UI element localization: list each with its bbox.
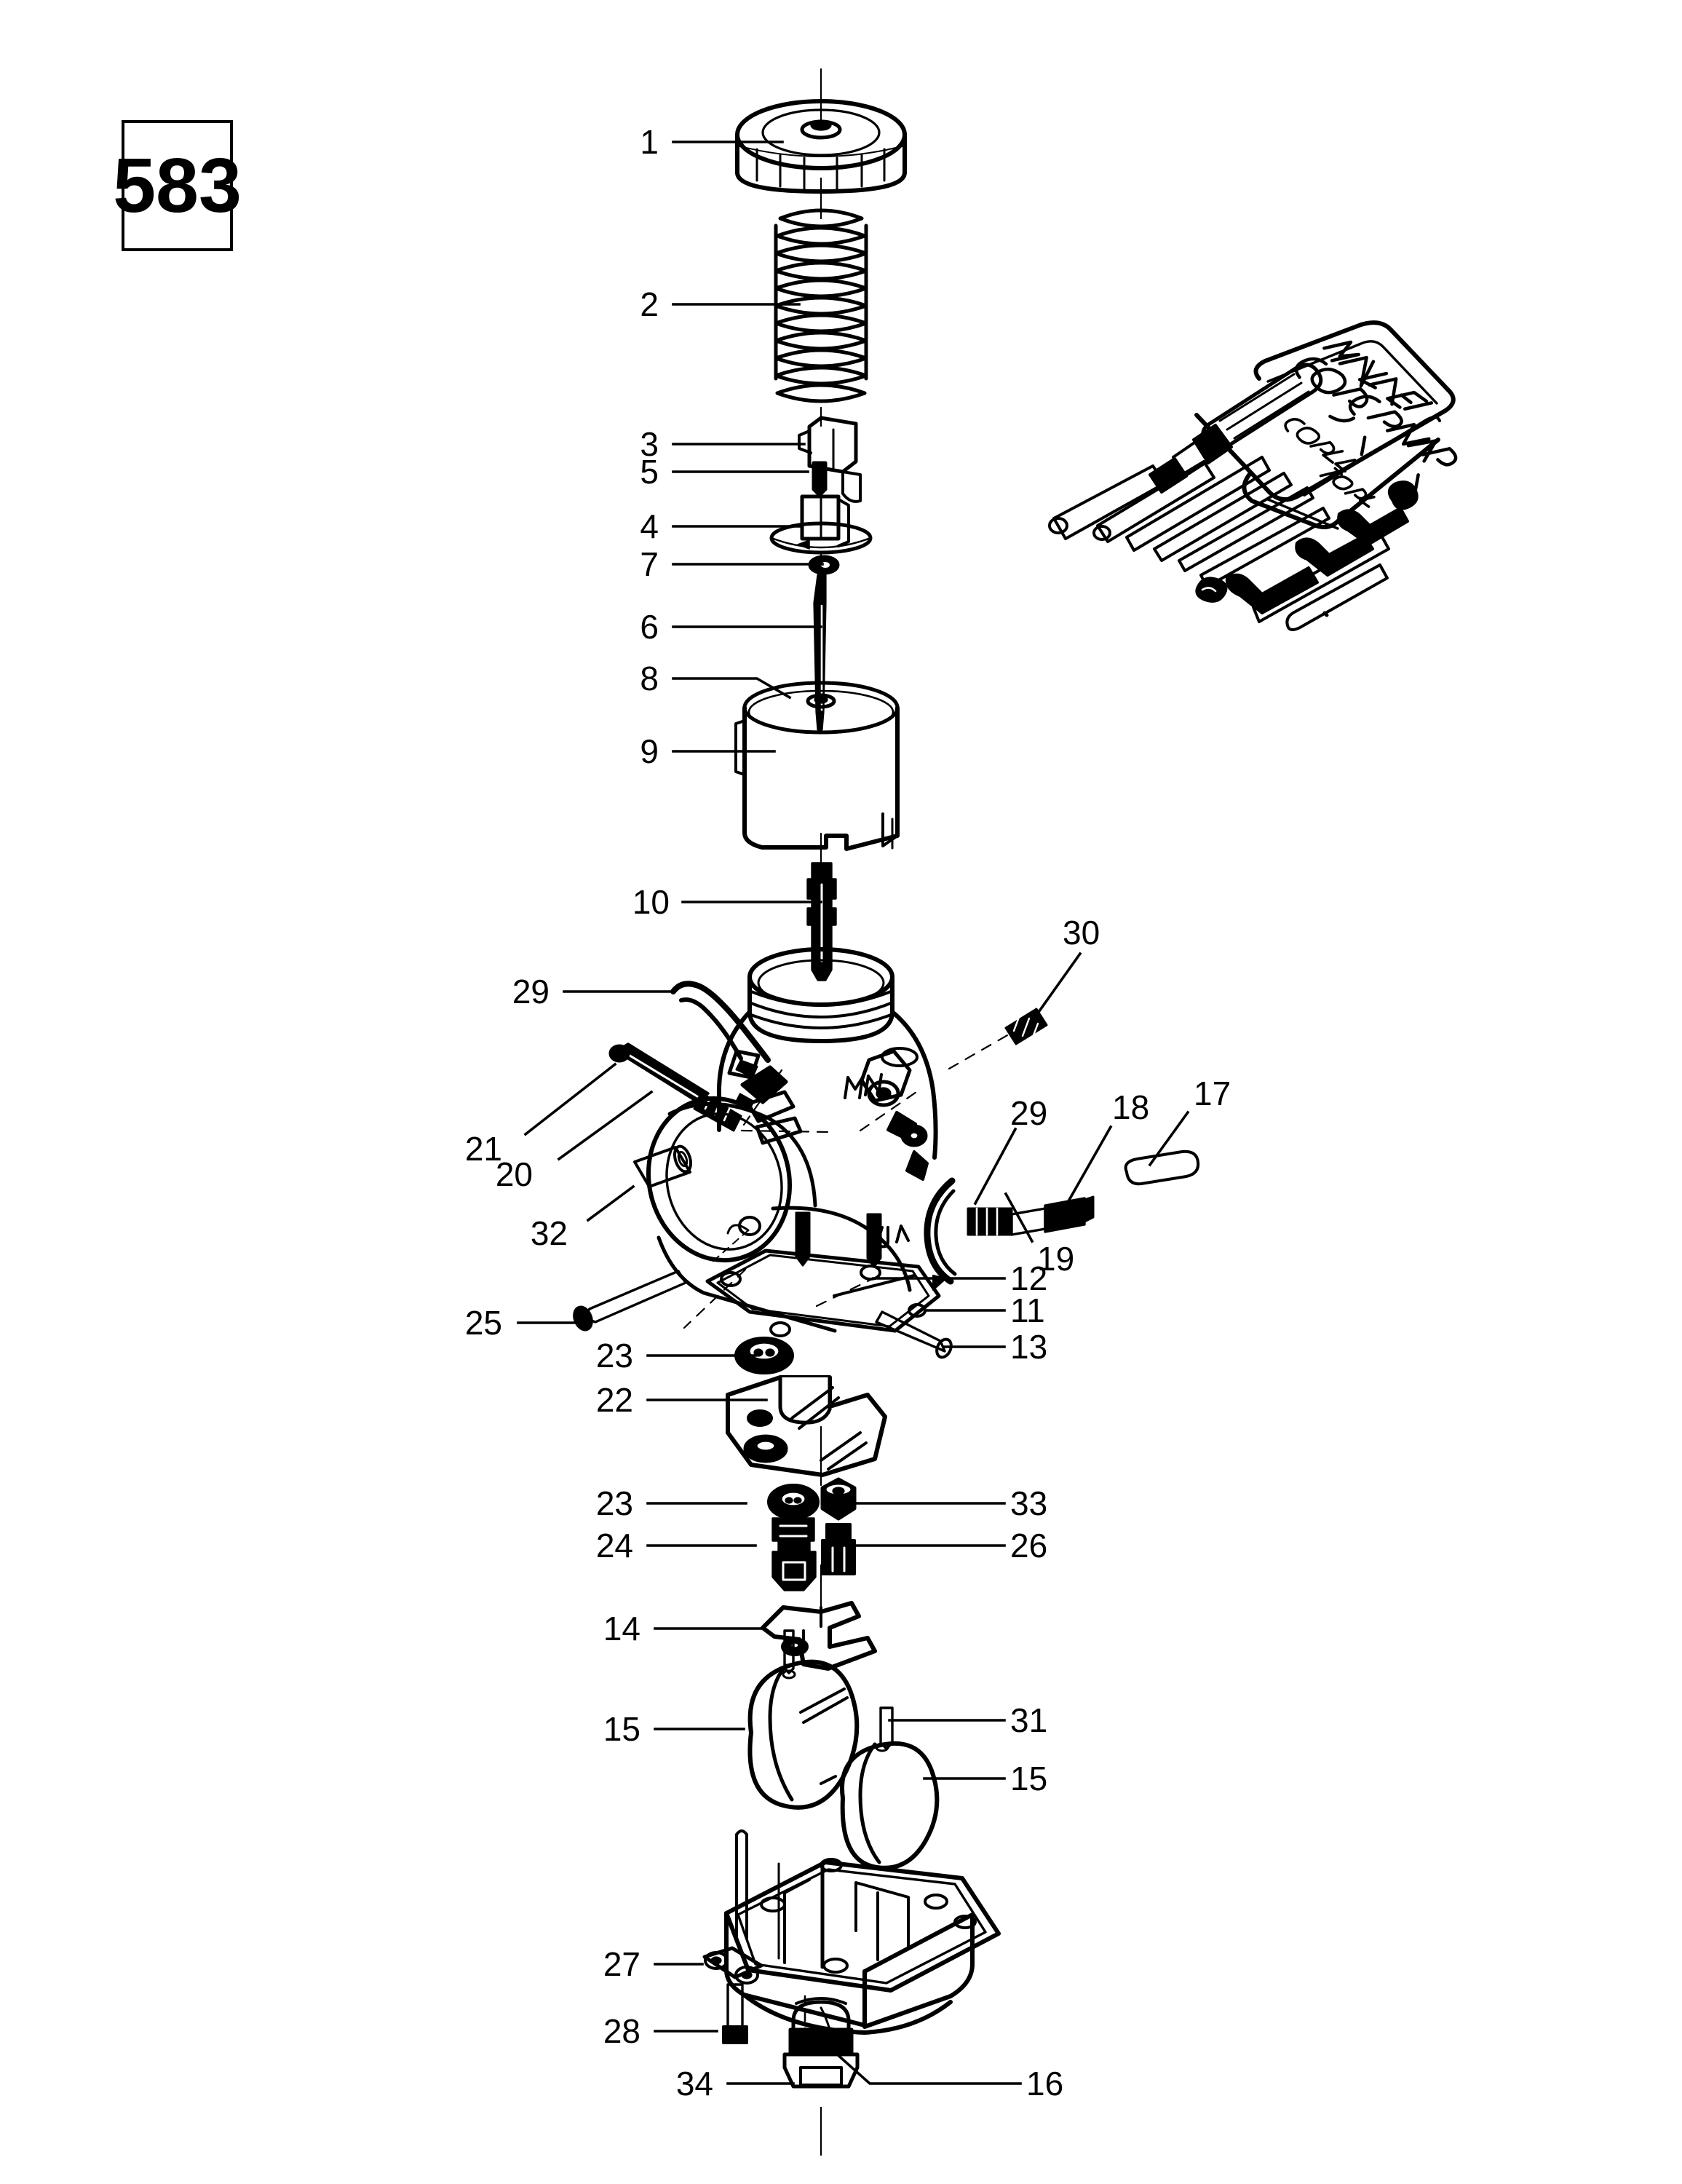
part-26-main-jet: [821, 1523, 856, 1575]
callout-number-34: 34: [675, 2065, 713, 2102]
part-25-long-screw: [573, 1270, 687, 1332]
part-33-jet-nut: [820, 1477, 857, 1521]
part-7-e-clip: [808, 555, 840, 575]
callout-number-22: 22: [595, 1381, 633, 1419]
leader-line-19: [1004, 1192, 1034, 1243]
callout-number-12: 12: [1010, 1259, 1048, 1297]
callout-number-1: 1: [640, 123, 659, 161]
callout-number-26: 26: [1010, 1527, 1048, 1564]
callout-number-18: 18: [1112, 1088, 1150, 1126]
callout-number-16: 16: [1026, 2065, 1064, 2102]
callout-number-7: 7: [640, 545, 659, 583]
leader-line-32: [586, 1184, 635, 1222]
part-21-idle-adjust-screw: [608, 1042, 710, 1104]
callout-number-11: 11: [1010, 1291, 1045, 1329]
carburetor-main-body: [646, 947, 941, 1337]
part-8-slide-needle-seat: [806, 693, 836, 709]
leader-line-21: [523, 1062, 617, 1136]
page-number-box: 583: [113, 120, 242, 251]
leader-line-16: [833, 2051, 1022, 2085]
part-35-special-tool-kit: [1048, 320, 1458, 631]
part-1-mixing-chamber-cap: [735, 99, 907, 194]
part-10-needle-jet: [806, 862, 837, 981]
callout-number-29a: 29: [512, 973, 550, 1010]
callout-number-15b: 15: [1010, 1760, 1048, 1797]
part-5-needle-clip: [812, 461, 828, 497]
callout-number-20: 20: [495, 1155, 533, 1193]
callout-number-31: 31: [1010, 1701, 1048, 1739]
callout-number-14: 14: [603, 1610, 640, 1647]
callout-number-24: 24: [595, 1527, 633, 1564]
part-27-clamp-plate: [702, 1946, 763, 1985]
callout-number-17: 17: [1194, 1075, 1231, 1112]
callout-number-23a: 23: [595, 1337, 633, 1374]
part-28-clamp-screw: [722, 1983, 748, 2044]
part-3-needle-holder: [798, 416, 862, 503]
part-2-throttle-valve-spring: [774, 208, 868, 403]
part-22-float-chamber-gasket: [726, 1375, 887, 1477]
part-14-float-arm: [761, 1601, 877, 1671]
callout-number-6: 6: [640, 608, 659, 646]
callout-number-10: 10: [632, 883, 670, 921]
callout-number-9: 9: [640, 732, 659, 770]
bowl-vent-tubes: [735, 1829, 780, 1960]
leader-line-18: [1066, 1125, 1113, 1203]
part-15b-float-right: [840, 1741, 940, 1870]
callout-number-29b: 29: [1010, 1094, 1048, 1132]
callout-number-32: 32: [530, 1214, 568, 1252]
part-16-float-bowl: [724, 1858, 1001, 2054]
part-19-air-screw-spring: [967, 1207, 1013, 1236]
cable-bracket: [727, 1049, 803, 1145]
callout-number-23b: 23: [595, 1484, 633, 1522]
callout-number-25: 25: [464, 1304, 502, 1342]
callout-number-3: 3: [640, 425, 659, 463]
leader-line-8: [672, 677, 792, 700]
callout-number-2: 2: [640, 285, 659, 323]
part-32-spacer-tube: [633, 1144, 693, 1188]
throttle-lever-cluster: [860, 1047, 929, 1181]
callout-number-30: 30: [1063, 914, 1100, 951]
callout-number-28: 28: [603, 2012, 640, 2050]
leader-line-30: [1031, 951, 1082, 1021]
part-17-seal-pad: [1124, 1150, 1200, 1186]
part-13-flange-screw: [875, 1310, 953, 1359]
callout-number-21: 21: [464, 1130, 502, 1168]
part-29b-throttle-stop-spring: [924, 1177, 957, 1291]
leader-line-17: [1148, 1110, 1190, 1167]
callout-number-8: 8: [640, 660, 659, 697]
leader-line-29b: [973, 1127, 1017, 1206]
part-15a-float-left: [747, 1629, 860, 1810]
body-origin-embossing: [869, 1224, 910, 1249]
part-9-throttle-valve-slide: [734, 681, 900, 851]
part-30-small-spring: [1004, 1008, 1048, 1045]
callout-number-19: 19: [1037, 1240, 1075, 1278]
callout-number-4: 4: [640, 507, 659, 545]
page-number: 583: [113, 143, 242, 229]
callout-number-5: 5: [640, 453, 659, 491]
part-34-drain-plug: [782, 1997, 860, 2089]
leader-line-20: [557, 1090, 654, 1161]
callout-number-15a: 15: [603, 1710, 640, 1748]
toolkit-pouch-lettering: [1284, 340, 1458, 508]
leader-lines: [517, 141, 1190, 2085]
part-4-needle-retainer: [769, 494, 873, 555]
part-18-pilot-air-screw: [1010, 1195, 1095, 1236]
part-23b-valve-washer: [767, 1484, 820, 1520]
callout-number-33: 33: [1010, 1484, 1048, 1522]
part-24-needle-valve: [771, 1517, 817, 1591]
callout-number-27: 27: [603, 1945, 640, 1983]
callout-number-13: 13: [1010, 1328, 1048, 1366]
